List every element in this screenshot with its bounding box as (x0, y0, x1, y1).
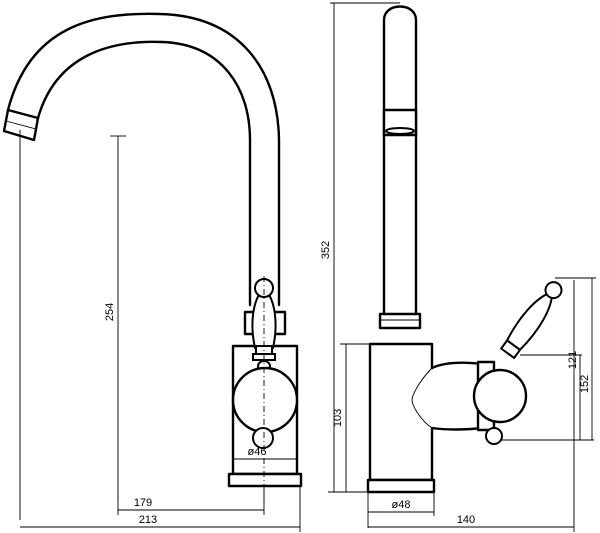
dim-side-121: 121 (567, 351, 579, 369)
dim-front-213: 213 (139, 514, 157, 526)
front-view: 254 179 213 ø46 (2, 12, 303, 532)
front-cartridge-disc (231, 366, 299, 434)
dim-side-352: 352 (320, 241, 332, 259)
front-base (227, 472, 303, 488)
front-lower-button (252, 427, 274, 449)
side-body (368, 342, 484, 482)
side-view: 352 103 ø48 140 121 152 (320, 2, 596, 532)
side-collar (378, 312, 422, 330)
front-spout-outer (6, 12, 281, 307)
dim-side-o48: ø48 (392, 499, 411, 511)
side-lower-button (485, 427, 503, 445)
side-base (366, 478, 436, 494)
side-riser-pipe (382, 5, 418, 316)
dim-side-152: 152 (579, 375, 591, 393)
front-spout-inner (36, 40, 252, 307)
dim-front-179: 179 (134, 497, 152, 509)
side-handle-disc (472, 368, 528, 424)
dim-side-140: 140 (457, 514, 475, 526)
dim-front-254: 254 (104, 303, 116, 321)
dim-side-103: 103 (332, 409, 344, 427)
dim-front-o46: ø46 (248, 446, 267, 458)
